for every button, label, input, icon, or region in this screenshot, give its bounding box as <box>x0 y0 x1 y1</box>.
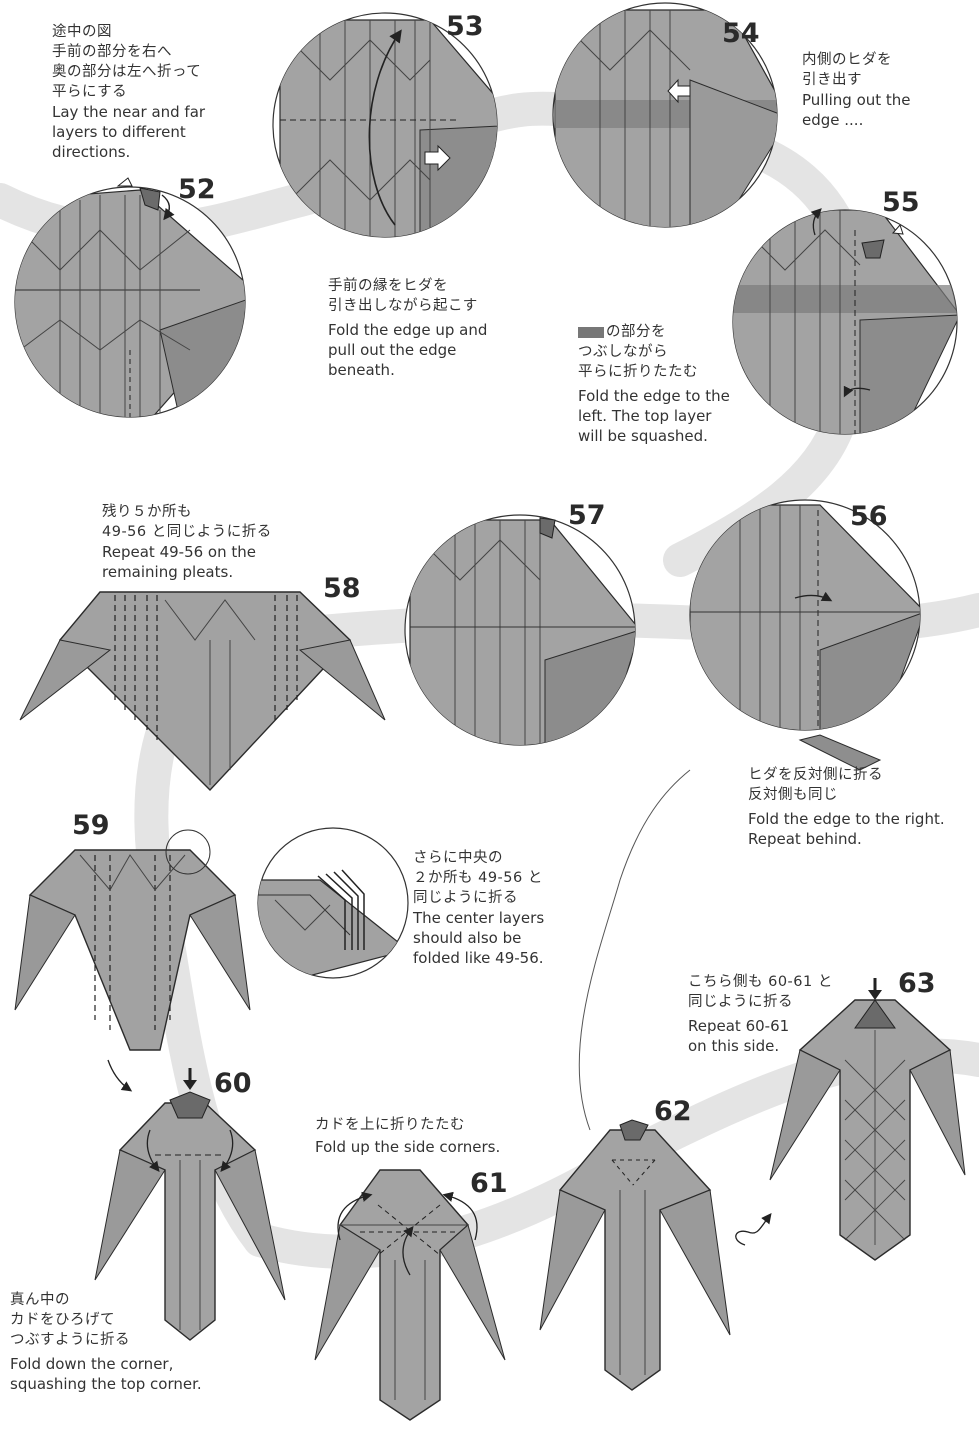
caption-59-en-3: folded like 49-56. <box>413 949 544 967</box>
caption-step-52: 途中の図 手前の部分を右へ 奥の部分は左へ折って 平らにする Lay the n… <box>52 22 205 162</box>
caption-56-jp-2: 反対側も同じ <box>748 787 838 803</box>
caption-58-en-1: Repeat 49-56 on the <box>102 543 256 561</box>
step-number-57: 57 <box>568 500 606 531</box>
caption-55-jp-3: 平らに折りたたむ <box>578 364 698 380</box>
caption-59-en-1: The center layers <box>413 909 545 927</box>
caption-53-jp-1: 手前の縁をヒダを <box>328 278 448 294</box>
caption-56-en-2: Repeat behind. <box>748 830 862 848</box>
caption-54-en-2: edge .... <box>802 111 864 129</box>
step-number-62: 62 <box>654 1096 692 1127</box>
caption-52-en-1: Lay the near and far <box>52 103 206 121</box>
step-number-58: 58 <box>323 573 361 604</box>
caption-step-60: 真ん中の カドをひろげて つぶすように折る Fold down the corn… <box>10 1290 202 1394</box>
caption-step-56: ヒダを反対側に折る 反対側も同じ Fold the edge to the ri… <box>748 765 945 849</box>
caption-60-jp-1: 真ん中の <box>10 1292 70 1308</box>
caption-60-en-1: Fold down the corner, <box>10 1355 174 1373</box>
step-56-figure <box>689 499 921 771</box>
caption-step-59: さらに中央の ２か所も 49-56 と 同じように折る The center l… <box>413 848 544 968</box>
caption-63-en-2: on this side. <box>688 1037 780 1055</box>
caption-53-en-3: beneath. <box>328 361 395 379</box>
caption-55-jp-2: つぶしながら <box>578 344 668 360</box>
caption-55-en-2: left. The top layer <box>578 407 712 425</box>
caption-63-jp-2: 同じように折る <box>688 994 793 1010</box>
step-62-figure <box>539 1119 731 1391</box>
caption-55-en-3: will be squashed. <box>578 427 708 445</box>
step-number-59: 59 <box>72 810 110 841</box>
caption-55-jp-1: の部分を <box>578 322 730 342</box>
caption-59-en-2: should also be <box>413 929 522 947</box>
caption-step-54: 内側のヒダを 引き出す Pulling out the edge .... <box>802 50 911 130</box>
caption-63-jp-1: こちら側も 60-61 と <box>688 974 833 990</box>
caption-53-en-2: pull out the edge <box>328 341 457 359</box>
caption-60-jp-2: カドをひろげて <box>10 1312 115 1328</box>
thin-guide-line <box>578 769 691 1131</box>
step-60-figure <box>94 1068 286 1341</box>
step-number-63: 63 <box>898 968 936 999</box>
caption-59-jp-1: さらに中央の <box>413 850 503 866</box>
step-53-figure <box>272 12 498 238</box>
caption-53-en-1: Fold the edge up and <box>328 321 488 339</box>
caption-63-en-1: Repeat 60-61 <box>688 1017 790 1035</box>
caption-step-61: カドを上に折りたたむ Fold up the side corners. <box>315 1115 500 1157</box>
caption-52-jp-2: 手前の部分を右へ <box>52 44 172 60</box>
caption-52-jp-3: 奥の部分は左へ折って <box>52 64 202 80</box>
caption-step-55: の部分を つぶしながら 平らに折りたたむ Fold the edge to th… <box>578 322 730 446</box>
step-number-60: 60 <box>214 1068 252 1099</box>
step-number-61: 61 <box>470 1168 508 1199</box>
caption-step-58: 残り５か所も 49-56 と同じように折る Repeat 49-56 on th… <box>102 502 272 582</box>
caption-58-jp-1: 残り５か所も <box>102 504 192 520</box>
caption-56-en-1: Fold the edge to the right. <box>748 810 945 828</box>
step-number-53: 53 <box>446 11 484 42</box>
caption-52-jp-1: 途中の図 <box>52 24 112 40</box>
caption-60-en-2: squashing the top corner. <box>10 1375 202 1393</box>
step-57-figure <box>404 514 636 746</box>
step-number-54: 54 <box>722 18 760 49</box>
step-number-55: 55 <box>882 187 920 218</box>
step-59-figure <box>14 827 409 1092</box>
step-55-figure <box>732 208 958 435</box>
caption-53-jp-2: 引き出しながら起こす <box>328 298 478 314</box>
step-63-figure <box>735 978 966 1261</box>
step-58-figure <box>19 591 386 792</box>
caption-step-63: こちら側も 60-61 と 同じように折る Repeat 60-61 on th… <box>688 972 833 1056</box>
caption-step-53: 手前の縁をヒダを 引き出しながら起こす Fold the edge up and… <box>328 276 487 380</box>
caption-54-en-1: Pulling out the <box>802 91 911 109</box>
caption-61-jp-1: カドを上に折りたたむ <box>315 1117 465 1133</box>
caption-52-jp-4: 平らにする <box>52 84 128 100</box>
caption-52-en-3: directions. <box>52 143 131 161</box>
caption-56-jp-1: ヒダを反対側に折る <box>748 767 883 783</box>
caption-58-en-2: remaining pleats. <box>102 563 234 581</box>
caption-60-jp-3: つぶすように折る <box>10 1332 130 1348</box>
caption-52-en-2: layers to different <box>52 123 186 141</box>
step-52-figure <box>14 177 246 418</box>
caption-55-en-1: Fold the edge to the <box>578 387 730 405</box>
caption-59-jp-3: 同じように折る <box>413 890 518 906</box>
step-number-56: 56 <box>850 501 888 532</box>
caption-54-jp-1: 内側のヒダを <box>802 52 892 68</box>
step-54-figure <box>552 2 778 228</box>
step-61-figure <box>314 1169 506 1421</box>
caption-61-en-1: Fold up the side corners. <box>315 1138 501 1156</box>
shaded-area-swatch <box>578 326 604 338</box>
caption-55-jp-1-text: の部分を <box>606 324 666 340</box>
caption-59-jp-2: ２か所も 49-56 と <box>413 870 543 886</box>
step-number-52: 52 <box>178 174 216 205</box>
caption-54-jp-2: 引き出す <box>802 72 862 88</box>
caption-58-jp-2: 49-56 と同じように折る <box>102 524 272 540</box>
